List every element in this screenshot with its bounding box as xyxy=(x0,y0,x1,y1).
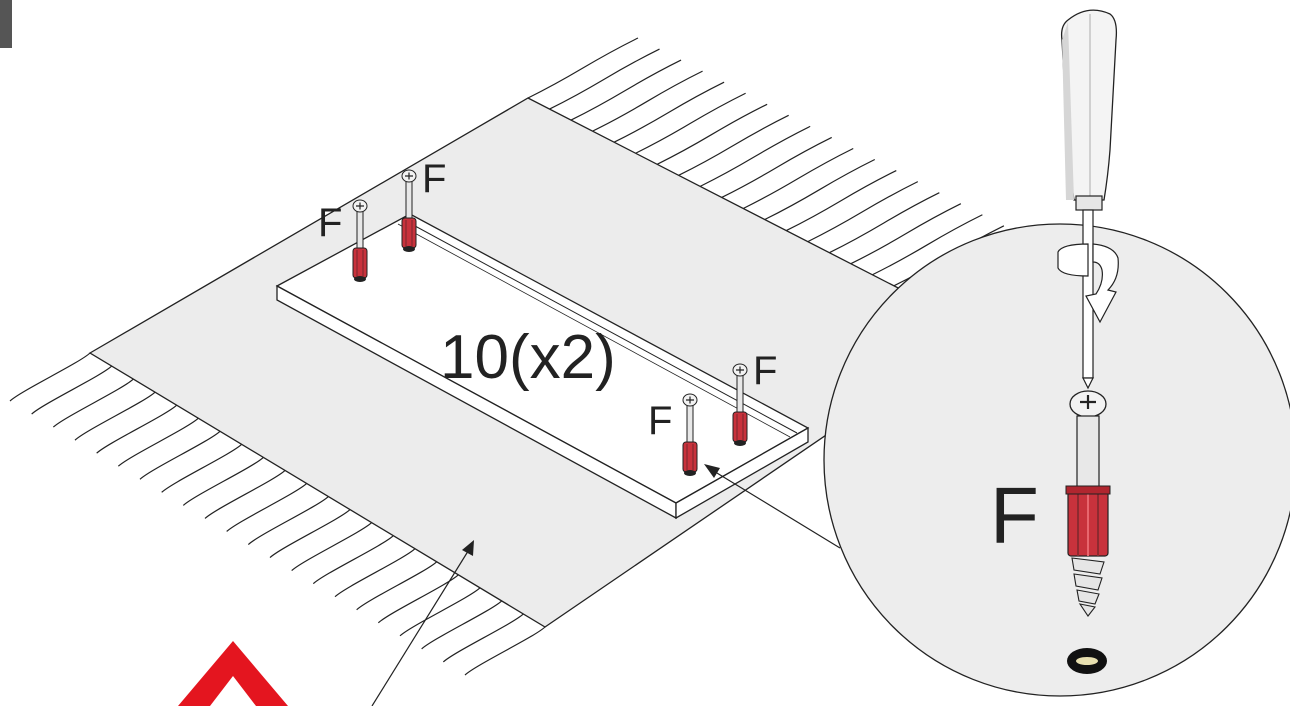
mat-fringe-bottom xyxy=(9,352,546,676)
corner-tab xyxy=(0,0,12,48)
board-side-edge xyxy=(675,426,809,520)
fringe-strand xyxy=(850,203,962,265)
detail-screw-shaft xyxy=(1076,415,1100,491)
fringe-strand xyxy=(829,192,940,254)
detail-screw-thread xyxy=(1071,557,1105,617)
rotation-arrow xyxy=(1057,243,1119,324)
fringe-strand xyxy=(52,378,134,428)
panel-label: 10(x2) xyxy=(440,323,616,392)
fringe-strand xyxy=(764,158,876,221)
fringe-strand xyxy=(678,114,789,176)
fringe-strand xyxy=(356,561,438,611)
fringe-strand xyxy=(74,391,156,441)
fringe-strand xyxy=(442,613,524,663)
warning-triangle-notch xyxy=(210,676,256,706)
leader-arrowhead-detail xyxy=(704,464,720,478)
screw-label: F xyxy=(318,201,342,245)
detail-circle xyxy=(823,223,1290,697)
screwdriver xyxy=(1060,9,1118,390)
warning-triangle xyxy=(178,641,288,706)
cam-screw-f: F xyxy=(318,199,368,282)
fringe-strand xyxy=(334,548,416,598)
fringe-strand xyxy=(96,404,178,454)
fringe-strand xyxy=(549,48,660,110)
fringe-strand xyxy=(9,352,91,402)
screw-label: F xyxy=(753,349,777,393)
cam-screw-f: F xyxy=(648,393,698,476)
fringe-strand xyxy=(269,509,351,559)
fringe-strand xyxy=(699,125,811,187)
board-groove-inner xyxy=(397,223,791,438)
fringe-strand xyxy=(399,587,481,637)
fringe-strand xyxy=(592,70,703,132)
cam-screw-f: F xyxy=(732,349,777,446)
fringe-strand xyxy=(291,522,373,572)
fringe-strand xyxy=(742,147,854,210)
fringe-strand xyxy=(635,92,746,154)
fringe-strand xyxy=(377,574,459,624)
leader-line-mat xyxy=(371,547,471,706)
fringe-strand xyxy=(656,103,768,165)
fringe-strand xyxy=(786,170,897,232)
screwdriver-handle xyxy=(1060,9,1118,201)
detail-cam-screw xyxy=(1065,390,1111,617)
fringe-strand xyxy=(139,430,221,480)
fringe-strand xyxy=(161,443,243,493)
screwdriver-shaft xyxy=(1082,209,1094,379)
detail-part-label: F xyxy=(990,471,1039,560)
fringe-strand xyxy=(807,181,919,243)
fringe-strand xyxy=(312,535,394,585)
screwdriver-tip xyxy=(1082,377,1094,390)
fringe-strand xyxy=(204,469,286,519)
fringe-strand xyxy=(247,496,329,545)
fringe-strand xyxy=(570,59,682,121)
screwdriver-handle-shade xyxy=(1062,22,1074,200)
fringe-strand xyxy=(117,417,199,467)
fringe-strand xyxy=(527,37,639,99)
panel-board xyxy=(275,213,810,520)
leader-line-detail xyxy=(711,469,841,549)
fringe-strand xyxy=(721,136,832,198)
fringe-strand xyxy=(421,600,503,650)
cam-screw-f: F xyxy=(401,157,446,252)
fringe-strand xyxy=(613,81,725,143)
screw-label: F xyxy=(422,157,446,201)
fringe-strand xyxy=(182,456,264,506)
fringe-strand xyxy=(872,214,983,276)
fringe-strand xyxy=(31,365,113,415)
leader-arrowhead-mat xyxy=(462,540,474,556)
screw-label: F xyxy=(648,399,672,443)
screwdriver-ferrule xyxy=(1075,195,1103,211)
board-groove xyxy=(403,219,798,434)
cam-screws: F F F F xyxy=(318,157,777,476)
fringe-strand xyxy=(464,626,546,676)
fringe-strand xyxy=(226,483,308,532)
